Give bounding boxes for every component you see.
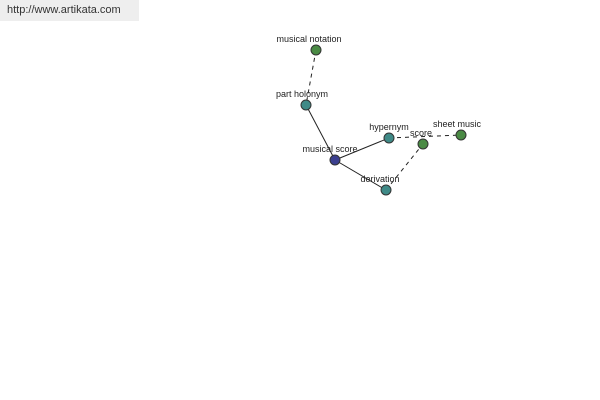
edge-musical-notation-to-part-holonym (305, 49, 317, 106)
node-score[interactable] (417, 138, 429, 150)
node-musical-notation[interactable] (310, 44, 322, 56)
edge-musical-score-to-hypernym (334, 137, 390, 161)
label-score: score (410, 128, 432, 138)
node-derivation[interactable] (380, 184, 392, 196)
edges-layer (305, 49, 462, 191)
label-derivation: derivation (360, 174, 399, 184)
label-hypernym: hypernym (369, 122, 409, 132)
edge-musical-score-to-derivation (334, 159, 387, 191)
label-musical-score: musical score (302, 144, 357, 154)
node-sheet-music[interactable] (455, 129, 467, 141)
edge-part-holonym-to-musical-score (305, 104, 336, 161)
nodes-layer (300, 44, 467, 196)
label-part-holonym: part holonym (276, 89, 328, 99)
node-hypernym[interactable] (383, 132, 395, 144)
labels-layer: musical notation part holonym musical scor… (276, 34, 482, 184)
label-musical-notation: musical notation (276, 34, 341, 44)
label-sheet-music: sheet music (433, 119, 482, 129)
site-url-link[interactable]: http://www.artikata.com (7, 4, 121, 16)
node-musical-score[interactable] (329, 154, 341, 166)
source-banner: http://www.artikata.com (0, 0, 139, 21)
node-part-holonym[interactable] (300, 99, 312, 111)
edge-derivation-to-score (385, 143, 424, 191)
